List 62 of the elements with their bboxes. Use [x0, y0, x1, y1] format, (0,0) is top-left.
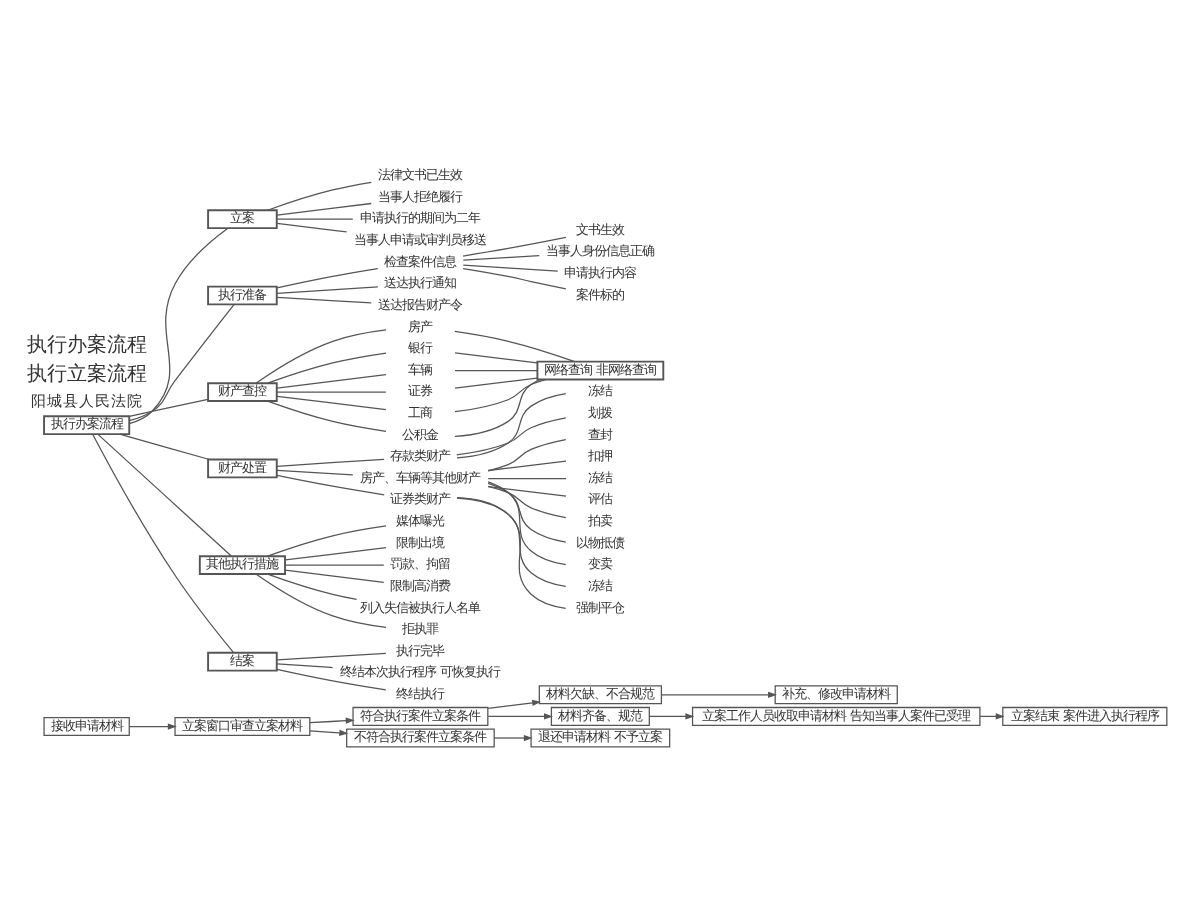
- connector: [119, 433, 211, 461]
- arrow: [493, 734, 533, 742]
- connector: [128, 303, 235, 422]
- connector: [454, 378, 547, 413]
- connector: [487, 486, 567, 497]
- connector: [454, 378, 541, 437]
- connector: [128, 398, 209, 417]
- connector: [266, 181, 372, 211]
- connector: [276, 663, 334, 669]
- connector: [454, 352, 538, 364]
- connector: [462, 268, 567, 290]
- connector: [276, 395, 387, 411]
- connector: [276, 222, 348, 233]
- connector: [487, 438, 567, 472]
- connector: [487, 478, 567, 480]
- arrow: [128, 723, 177, 730]
- connector: [276, 668, 387, 691]
- label: 执行立案流程: [26, 364, 147, 387]
- connector: [456, 417, 567, 456]
- connector: [456, 496, 567, 610]
- connector: [276, 286, 379, 294]
- connector: [266, 573, 358, 601]
- arrow: [309, 729, 349, 736]
- connector: [462, 255, 540, 261]
- connector: [276, 202, 372, 216]
- connector: [487, 460, 567, 472]
- arrow: [487, 713, 553, 720]
- connector: [266, 525, 387, 557]
- connector: [276, 268, 379, 289]
- connector: [456, 392, 567, 459]
- connector: [276, 652, 387, 661]
- connector: [454, 369, 538, 372]
- connector: [276, 458, 385, 467]
- label: 执行办案流程: [26, 335, 147, 358]
- connector: [276, 391, 387, 393]
- connector: [454, 330, 576, 363]
- connector: [276, 469, 354, 476]
- connector: [92, 433, 235, 654]
- arrow: [648, 713, 695, 720]
- arrow: [661, 691, 777, 698]
- connector: [97, 433, 232, 557]
- connector: [454, 377, 538, 389]
- connector: [255, 329, 387, 384]
- connector: [266, 400, 387, 432]
- connector: [255, 573, 387, 629]
- connector: [128, 227, 229, 425]
- connector: [276, 296, 372, 304]
- connector: [487, 482, 567, 543]
- connector: [487, 485, 567, 519]
- connector: [284, 569, 385, 583]
- connector: [276, 218, 354, 220]
- arrow: [309, 717, 355, 724]
- connector: [276, 374, 387, 389]
- arrow: [487, 699, 542, 709]
- connector: [284, 564, 385, 566]
- connector: [462, 236, 567, 257]
- connector: [266, 352, 387, 384]
- connector: [456, 497, 567, 587]
- connector: [284, 546, 387, 561]
- connector: [276, 474, 385, 496]
- connector: [462, 264, 559, 272]
- connector: [487, 481, 567, 566]
